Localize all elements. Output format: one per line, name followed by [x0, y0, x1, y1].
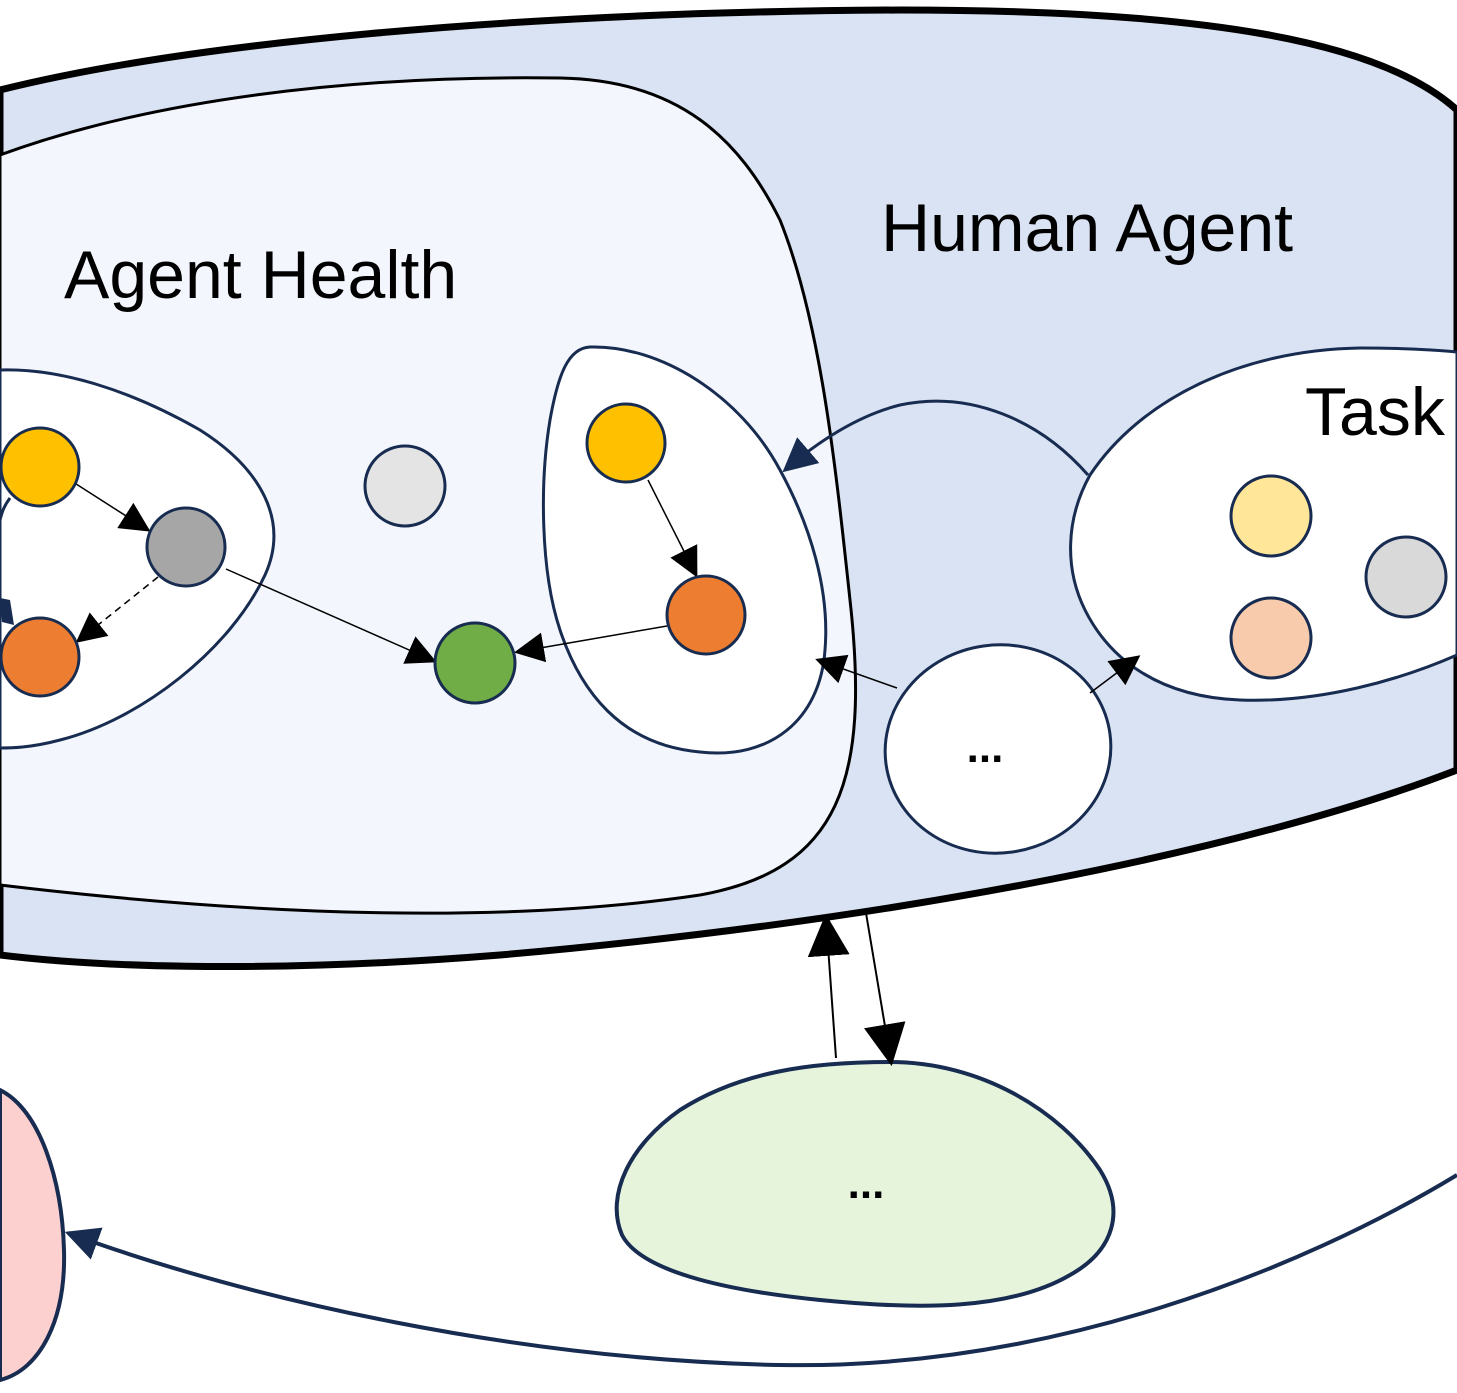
green-to-human-edge	[807, 913, 850, 1059]
offscreen-arrow-fragment	[0, 598, 14, 625]
offscreen-curve-fragment	[0, 497, 12, 521]
node-task-pale-yellow	[1229, 474, 1313, 558]
task-to-mid-edge	[782, 399, 1090, 476]
human-to-green-edge	[864, 912, 906, 1067]
ellipsis-region-blob	[883, 643, 1113, 855]
ellipsis-region-label: ...	[967, 723, 1004, 772]
feedback-edge	[64, 1173, 1457, 1368]
task-label: Task	[1305, 374, 1446, 450]
edge-mid-orange-to-green	[514, 625, 668, 663]
node-light-gray	[363, 444, 447, 528]
green-blob	[614, 1059, 1116, 1308]
node-mid-orange	[665, 574, 747, 656]
edge-left-yellow-to-gray	[72, 481, 151, 532]
agent-health-label: Agent Health	[64, 237, 457, 313]
human-agent-label: Human Agent	[881, 190, 1293, 266]
node-center-green	[433, 621, 517, 705]
ellipsis-to-mid-edge	[815, 654, 898, 689]
edge-left-gray-to-orange	[75, 576, 159, 643]
node-task-gray	[1364, 535, 1448, 619]
node-left-orange	[0, 616, 81, 698]
node-task-pale-orange	[1229, 596, 1313, 680]
node-mid-yellow	[585, 402, 667, 484]
edge-left-gray-to-green	[225, 568, 437, 664]
pink-blob	[0, 1087, 67, 1383]
node-left-yellow	[0, 426, 81, 508]
green-blob-label: ...	[848, 1159, 885, 1208]
edge-mid-yellow-to-orange	[647, 479, 698, 578]
ellipsis-to-task-edge	[1089, 655, 1141, 694]
node-left-gray	[145, 506, 227, 588]
